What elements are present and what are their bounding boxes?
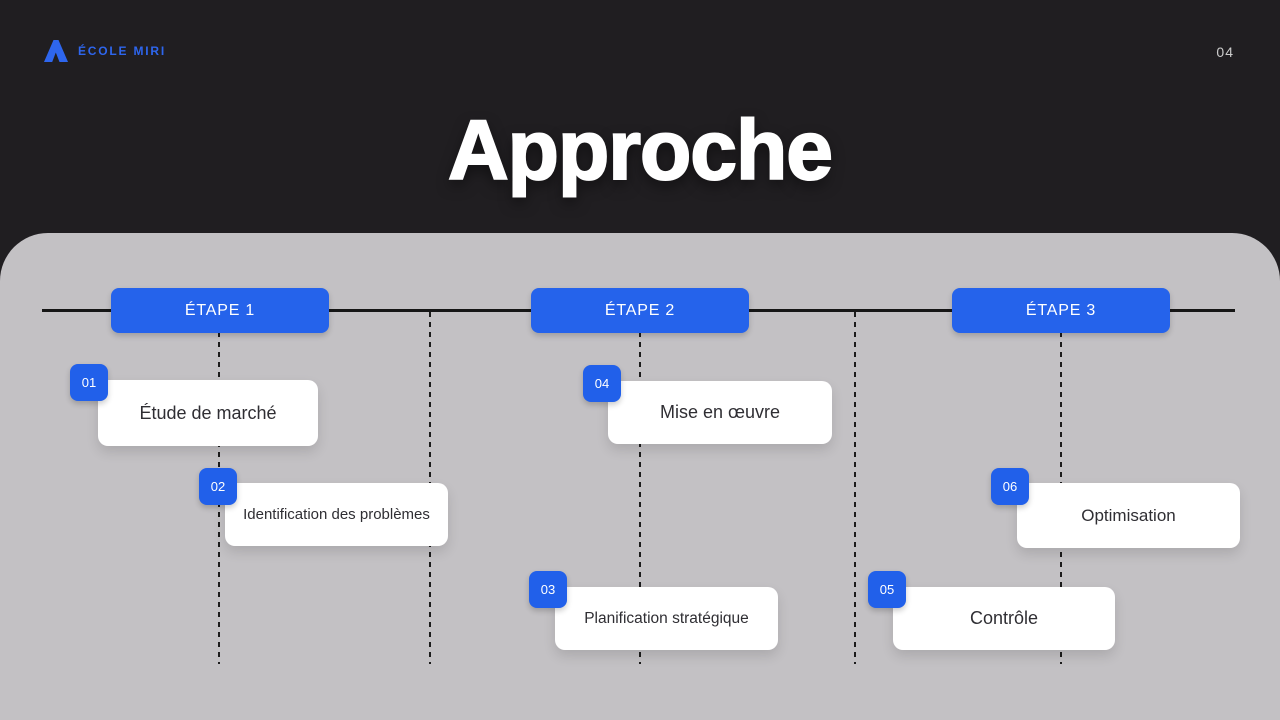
timeline-divider-3 (639, 312, 641, 664)
timeline-divider-4 (854, 312, 856, 664)
step-card-controle: Contrôle (893, 587, 1115, 650)
step-card-identification-des-problemes: Identification des problèmes (225, 483, 448, 546)
stage-pill-3: ÉTAPE 3 (952, 288, 1170, 333)
step-number-badge-06: 06 (991, 468, 1029, 505)
brand: ÉCOLE MIRI (44, 40, 166, 62)
ecole-miri-logo-icon (44, 40, 68, 62)
step-number-badge-03: 03 (529, 571, 567, 608)
step-number-badge-04: 04 (583, 365, 621, 402)
step-number-badge-01: 01 (70, 364, 108, 401)
step-card-planification-strategique: Planification stratégique (555, 587, 778, 650)
step-card-mise-en-oeuvre: Mise en œuvre (608, 381, 832, 444)
step-card-optimisation: Optimisation (1017, 483, 1240, 548)
step-number-badge-05: 05 (868, 571, 906, 608)
step-card-etude-de-marche: Étude de marché (98, 380, 318, 446)
slide-header: ÉCOLE MIRI 04 (0, 0, 1280, 100)
page-number: 04 (1216, 44, 1234, 60)
timeline-panel: ÉTAPE 1 ÉTAPE 2 ÉTAPE 3 01 Étude de marc… (0, 233, 1280, 720)
stage-pill-2: ÉTAPE 2 (531, 288, 749, 333)
step-number-badge-02: 02 (199, 468, 237, 505)
slide-title: Approche (447, 103, 834, 197)
stage-pill-1: ÉTAPE 1 (111, 288, 329, 333)
brand-name: ÉCOLE MIRI (78, 44, 167, 58)
